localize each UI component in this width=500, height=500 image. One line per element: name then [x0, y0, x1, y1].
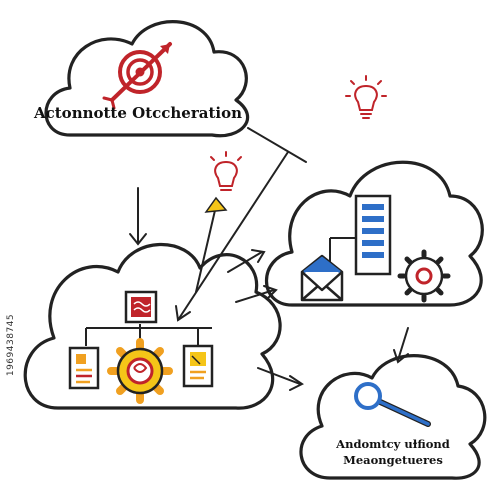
- gear-icon: [397, 249, 451, 303]
- server-stack-icon: [329, 194, 392, 276]
- cloud-search: [299, 354, 487, 480]
- cloud-search-label-line2: Meaongetueres: [343, 453, 443, 467]
- document-orange-icon: [68, 346, 100, 390]
- cloud-automation-label: Actonnotte Otccheration: [33, 104, 242, 122]
- cloud-search-label-line1: Andomtcy uɫfiond: [336, 437, 450, 451]
- lightbulb-icon-small: [210, 151, 242, 191]
- side-identifier-text: 1969438745: [6, 313, 16, 377]
- cloud-automation: [44, 20, 250, 138]
- target-with-arrow-icon: [102, 42, 172, 110]
- magnifier-icon: [354, 382, 431, 427]
- cloud-search-label: Andomtcy uɫfiond Meaongetueres: [318, 436, 468, 468]
- gear-large-icon: [107, 338, 173, 404]
- document-red-icon: [124, 290, 158, 324]
- envelope-icon: [300, 254, 344, 302]
- lightbulb-icon: [345, 75, 387, 119]
- connector-arrows: [129, 127, 409, 391]
- document-yellow-icon: [182, 344, 214, 388]
